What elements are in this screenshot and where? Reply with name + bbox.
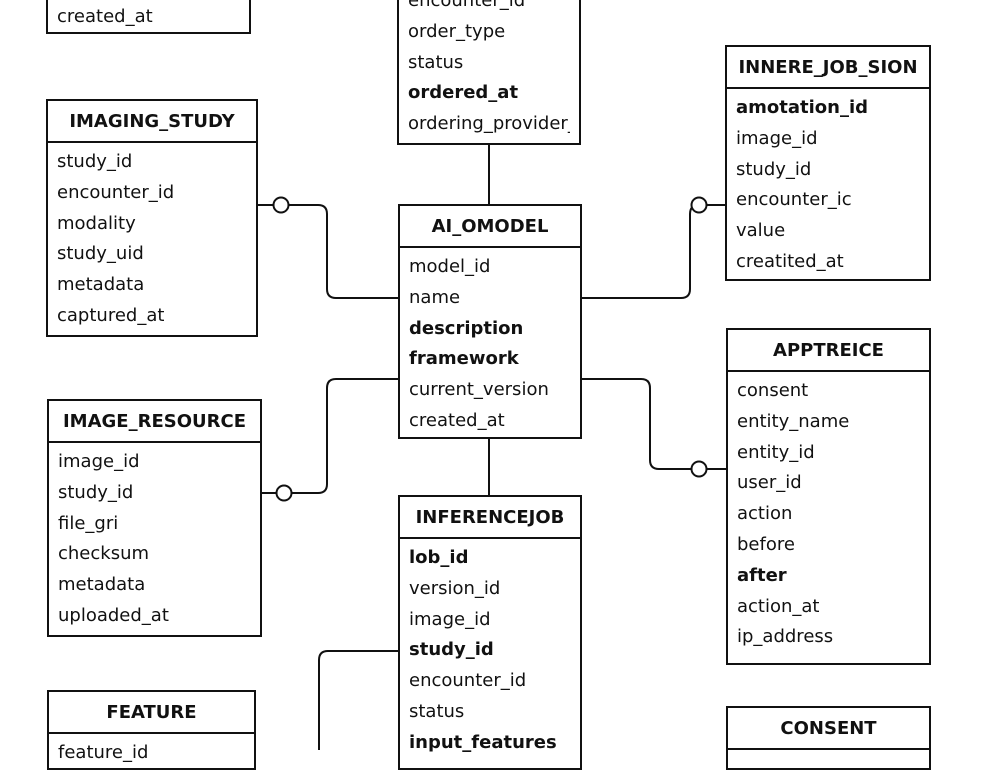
field-framework: framework xyxy=(409,348,519,370)
entity-consent[interactable]: CONSENT xyxy=(726,706,931,770)
field-ordered-at: ordered_at xyxy=(408,82,519,104)
field-study-uid: study_uid xyxy=(57,243,144,265)
entity-title: APPTREICE xyxy=(728,330,929,372)
entity-inferencejob[interactable]: INFERENCEJOB lob_id version_id image_id … xyxy=(398,495,582,770)
entity-title: FEATURE xyxy=(49,692,254,734)
entity-fields: created_at xyxy=(48,2,249,33)
field-status: status xyxy=(408,51,464,73)
field-name: name xyxy=(409,286,461,308)
field-encounter-id: encounter_id xyxy=(409,670,527,692)
field-creatited-at: creatited_at xyxy=(736,250,844,272)
entity-fields: consent entity_name entity_id user_id ac… xyxy=(728,376,929,653)
entity-fields: encounter_id order_type status ordered_a… xyxy=(399,0,579,140)
field-amotation-id: amotation_id xyxy=(736,97,869,118)
field-entity-id: entity_id xyxy=(737,441,815,463)
connector-image-resource-ai-omodel xyxy=(261,378,399,494)
field-study-id: study_id xyxy=(736,158,812,180)
entity-fields: amotation_id image_id study_id encounter… xyxy=(727,93,929,278)
field-metadata: metadata xyxy=(57,274,145,296)
entity-fields: lob_id version_id image_id study_id enco… xyxy=(400,543,580,759)
entity-title: INFERENCEJOB xyxy=(400,497,580,539)
field-input-features: input_features xyxy=(409,731,557,753)
entity-title: CONSENT xyxy=(728,708,929,750)
entity-title: AI_OMODEL xyxy=(400,206,580,248)
field-ip-address: ip_address xyxy=(737,626,834,648)
field-uploaded-at: uploaded_at xyxy=(58,604,169,626)
field-user-id: user_id xyxy=(737,472,802,494)
er-diagram-canvas: created_at encounter_id order_type statu… xyxy=(46,0,931,770)
entity-title: IMAGING_STUDY xyxy=(48,101,256,143)
connector-imaging-study-ai-omodel xyxy=(257,204,399,299)
zero-optional-marker xyxy=(690,460,708,478)
field-encounter-id: encounter_id xyxy=(408,0,526,11)
connector-ai-omodel-innere-job-sion xyxy=(581,204,726,299)
entity-top-left[interactable]: created_at xyxy=(46,0,251,34)
field-feature-id: feature_id xyxy=(58,742,149,763)
field-image-id: image_id xyxy=(58,451,140,472)
field-encounter-id: encounter_ic xyxy=(736,189,852,211)
entity-image-resource[interactable]: IMAGE_RESOURCE image_id study_id file_gr… xyxy=(47,399,262,637)
field-captured-at: captured_at xyxy=(57,304,165,326)
field-order-type: order_type xyxy=(408,20,506,42)
field-file-gri: file_gri xyxy=(58,512,119,534)
zero-optional-marker xyxy=(275,484,293,502)
entity-fields: study_id encounter_id modality study_uid… xyxy=(48,147,256,332)
field-metadata: metadata xyxy=(58,574,146,596)
field-job-id: lob_id xyxy=(409,547,469,568)
field-image-id: image_id xyxy=(409,608,491,630)
field-created-at: created_at xyxy=(57,6,153,27)
field-consent: consent xyxy=(737,380,809,401)
field-version-id: version_id xyxy=(409,577,501,599)
field-before: before xyxy=(737,533,795,555)
field-image-id: image_id xyxy=(736,127,818,149)
connector-ai-omodel-apptreice xyxy=(581,378,727,470)
field-study-id: study_id xyxy=(58,481,134,503)
field-created-at: created_at xyxy=(409,409,505,431)
zero-optional-marker xyxy=(690,196,708,214)
field-status: status xyxy=(409,700,465,722)
field-action: action xyxy=(737,503,793,525)
field-current-version: current_version xyxy=(409,379,549,401)
entity-fields: image_id study_id file_gri checksum meta… xyxy=(49,447,260,632)
entity-feature[interactable]: FEATURE feature_id xyxy=(47,690,256,770)
entity-title: IMAGE_RESOURCE xyxy=(49,401,260,443)
field-ordering-provider: ordering_provider_i xyxy=(408,113,570,135)
entity-orders[interactable]: encounter_id order_type status ordered_a… xyxy=(397,0,581,145)
field-action-at: action_at xyxy=(737,595,820,617)
entity-ai-omodel[interactable]: AI_OMODEL model_id name description fram… xyxy=(398,204,582,439)
field-model-id: model_id xyxy=(409,256,491,277)
field-study-id: study_id xyxy=(57,151,133,172)
field-description: description xyxy=(409,317,524,339)
field-encounter-id: encounter_id xyxy=(57,181,175,203)
field-entity-name: entity_name xyxy=(737,410,850,432)
entity-fields: model_id name description framework curr… xyxy=(400,252,580,437)
entity-innere-job-sion[interactable]: INNERE_JOB_SION amotation_id image_id st… xyxy=(725,45,931,281)
field-checksum: checksum xyxy=(58,543,150,565)
field-modality: modality xyxy=(57,212,136,234)
entity-imaging-study[interactable]: IMAGING_STUDY study_id encounter_id moda… xyxy=(46,99,258,337)
entity-title: INNERE_JOB_SION xyxy=(727,47,929,89)
entity-fields: feature_id xyxy=(49,738,254,769)
connector-inferencejob-down xyxy=(318,650,399,750)
field-value: value xyxy=(736,220,786,242)
relationship-connectors xyxy=(257,144,727,750)
entity-apptreice[interactable]: APPTREICE consent entity_name entity_id … xyxy=(726,328,931,665)
zero-optional-marker xyxy=(272,196,290,214)
field-study-id: study_id xyxy=(409,639,494,661)
field-after: after xyxy=(737,564,787,586)
